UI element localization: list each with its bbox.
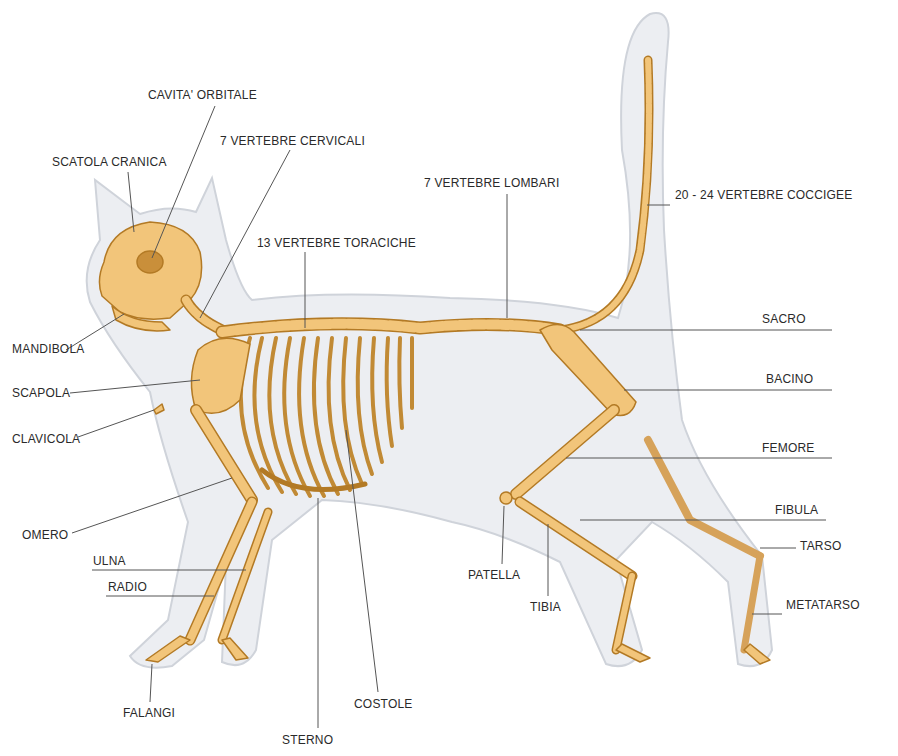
humerus: [196, 410, 252, 500]
cervical-spine: [186, 300, 222, 330]
part-label: 7 VERTEBRE LOMBARI: [424, 176, 559, 190]
part-label: SCAPOLA: [12, 386, 70, 400]
part-label: MANDIBOLA: [12, 342, 84, 356]
part-label: METATARSO: [786, 598, 860, 612]
tail: [560, 60, 649, 330]
part-label: 13 VERTEBRE TORACICHE: [257, 236, 416, 250]
part-label: PATELLA: [468, 568, 520, 582]
metatarsus: [616, 576, 632, 650]
part-label: FALANGI: [123, 706, 175, 720]
pelvis: [540, 324, 636, 415]
tibia: [520, 502, 632, 576]
mandible: [112, 306, 170, 331]
patella: [500, 492, 512, 504]
tail-fill: [560, 60, 649, 330]
part-label: TARSO: [800, 539, 841, 553]
clavicle: [154, 404, 164, 414]
part-label: FIBULA: [775, 503, 818, 517]
part-label: COSTOLE: [354, 697, 413, 711]
front-paw: [146, 636, 190, 662]
part-label: CAVITA' ORBITALE: [148, 88, 257, 102]
part-label: CLAVICOLA: [12, 432, 80, 446]
spine-fill: [222, 324, 560, 332]
sternum: [262, 470, 365, 490]
part-label: 20 - 24 VERTEBRE COCCIGEE: [675, 188, 853, 202]
spine: [222, 324, 560, 332]
part-label: OMERO: [22, 528, 68, 542]
part-label: FEMORE: [762, 441, 815, 455]
part-label: 7 VERTEBRE CERVICALI: [220, 134, 365, 148]
cervical-spine-fill: [186, 300, 222, 330]
part-label: SCATOLA CRANICA: [52, 155, 167, 169]
part-label: BACINO: [766, 372, 813, 386]
part-label: TIBIA: [530, 600, 561, 614]
part-label: STERNO: [282, 733, 333, 747]
part-label: ULNA: [93, 554, 126, 568]
femur: [516, 410, 614, 494]
part-label: SACRO: [762, 312, 806, 326]
cat-silhouette: [87, 13, 772, 668]
part-label: RADIO: [108, 580, 147, 594]
scapula: [191, 338, 250, 413]
skeleton: [99, 60, 770, 664]
orbit: [137, 251, 163, 273]
